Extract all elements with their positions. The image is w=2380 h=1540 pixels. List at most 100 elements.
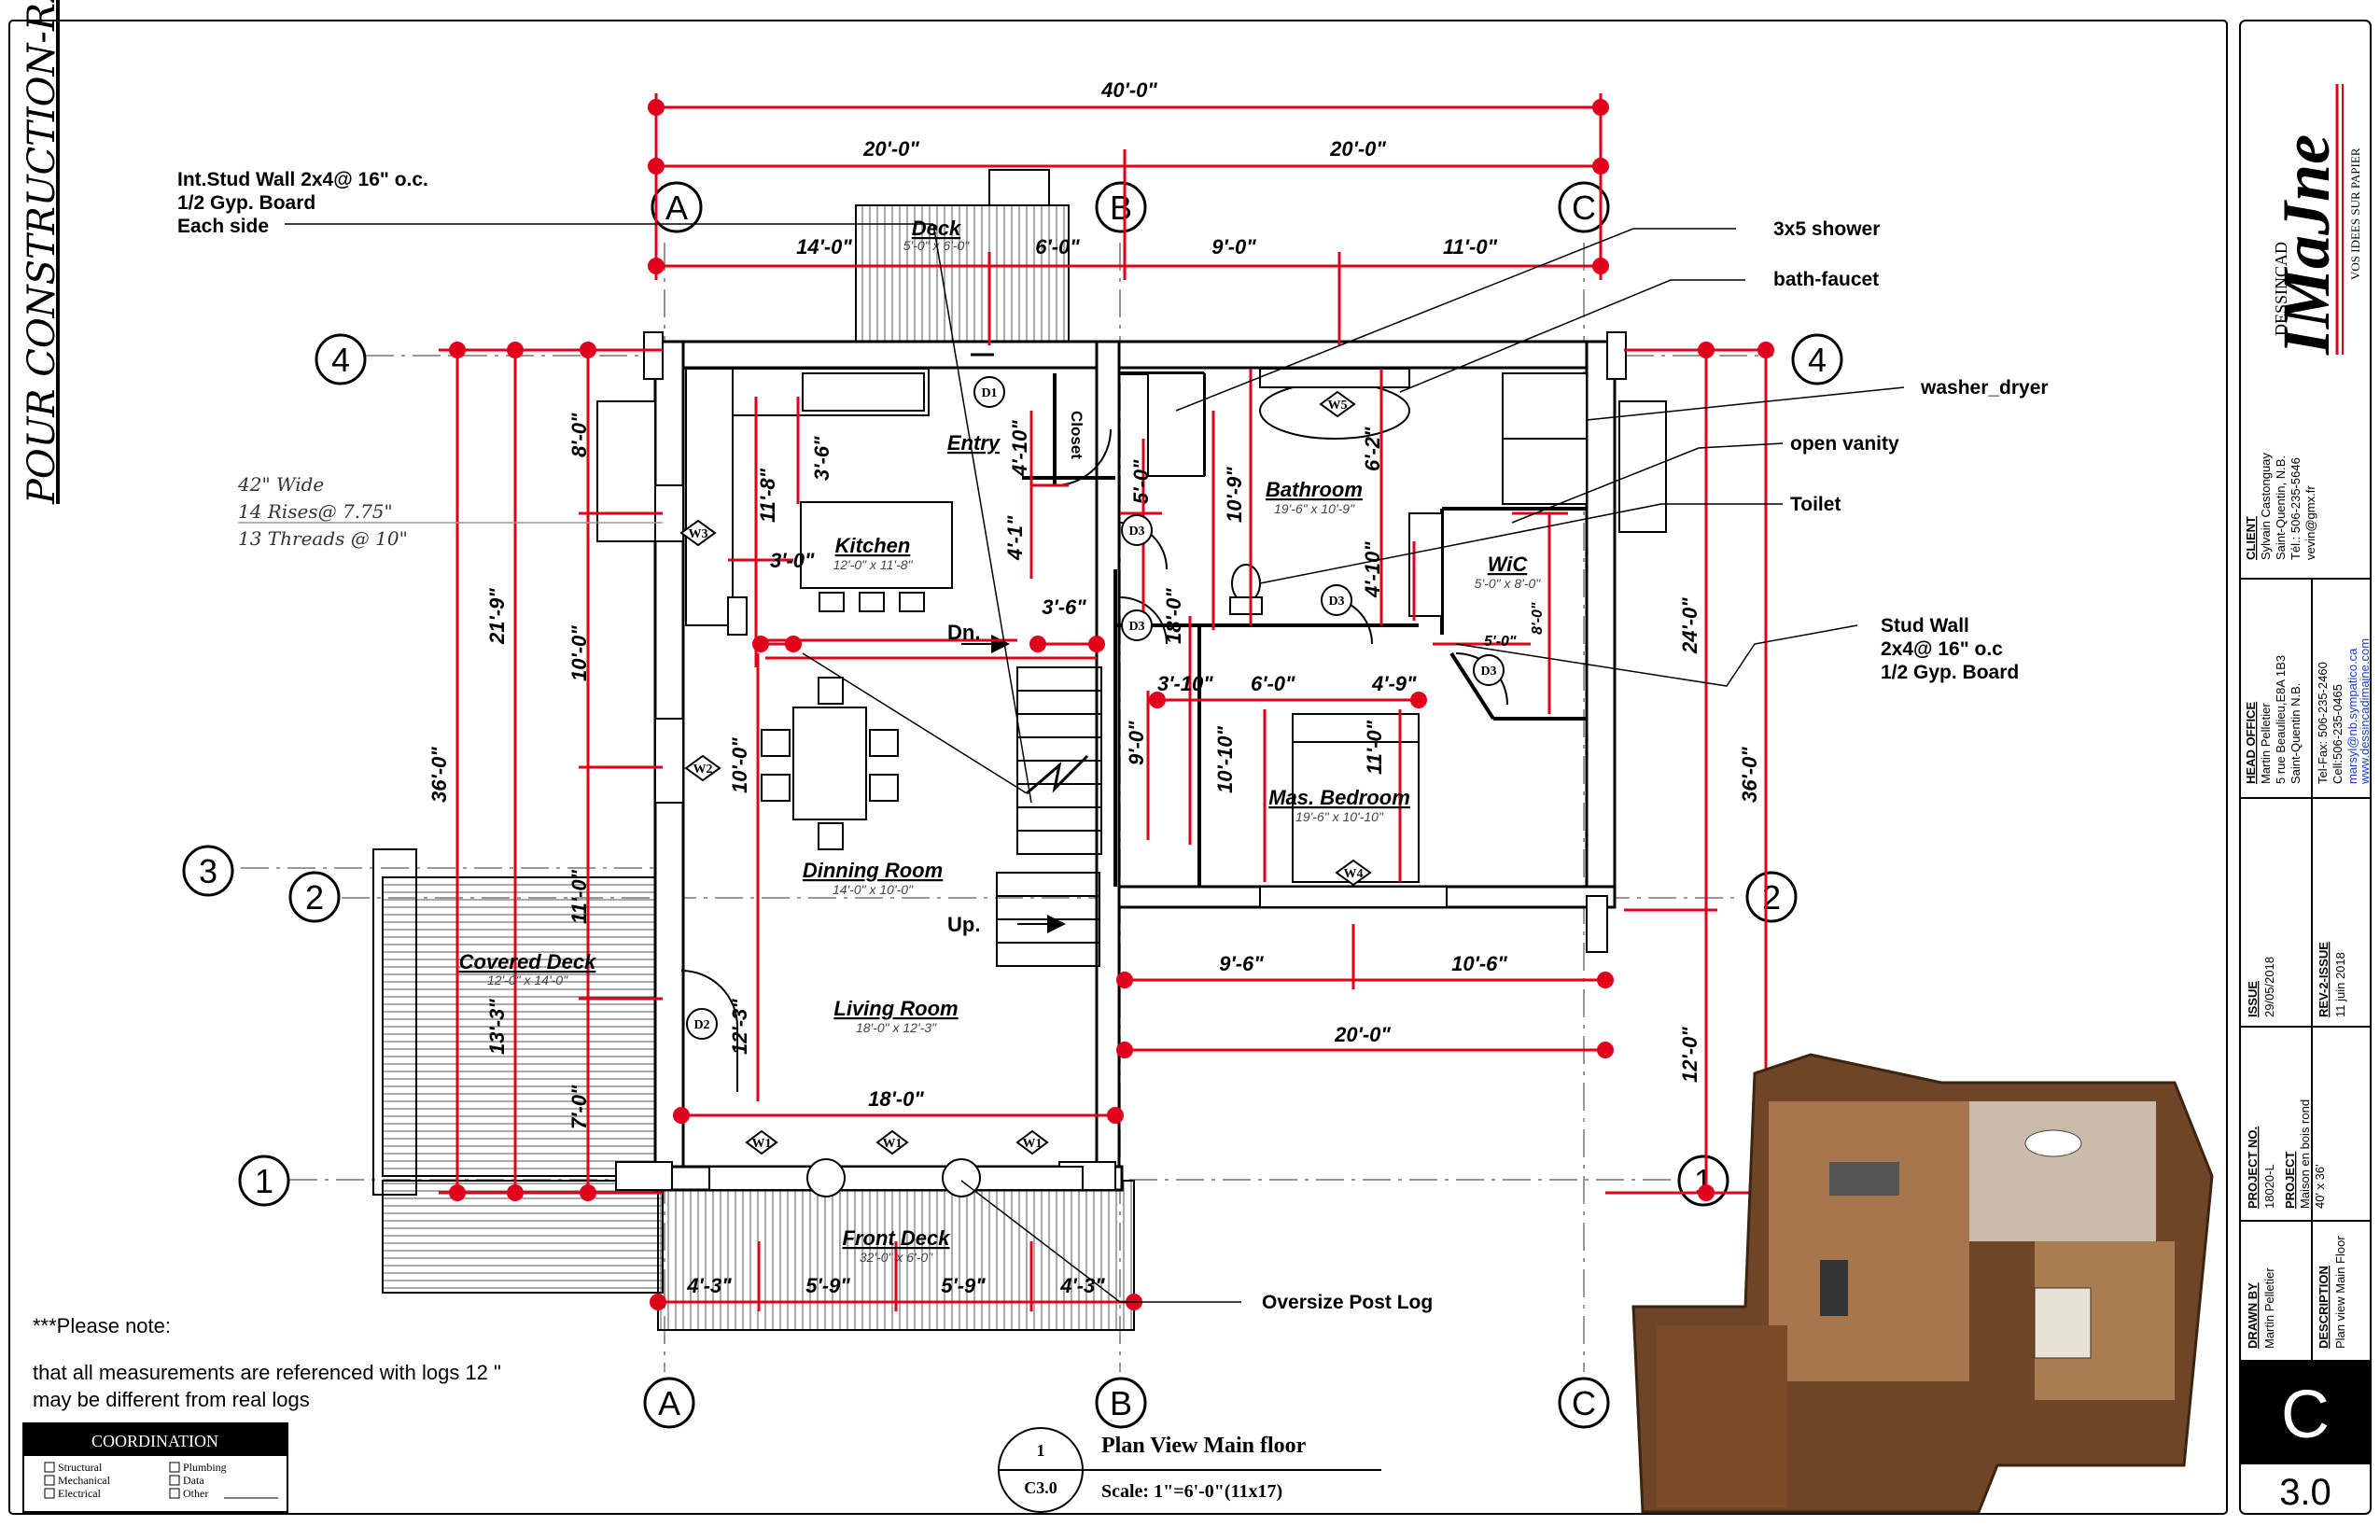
svg-text:36'-0": 36'-0" <box>427 747 451 803</box>
dimension-labels: 40'-0" 20'-0" 20'-0" 14'-0" 6'-0" 9'-0" … <box>427 78 1761 1297</box>
svg-text:Up.: Up. <box>947 913 980 936</box>
svg-text:D1: D1 <box>981 386 997 400</box>
svg-text:4'-9": 4'-9" <box>1371 672 1417 695</box>
svg-text:4: 4 <box>1808 341 1827 379</box>
svg-text:3x5 shower: 3x5 shower <box>1773 218 1880 240</box>
svg-text:A: A <box>665 189 688 227</box>
svg-text:Closet: Closet <box>1068 411 1085 459</box>
svg-text:18'-0": 18'-0" <box>868 1087 924 1111</box>
kitchen-island <box>800 501 953 589</box>
svg-text:42" Wide: 42" Wide <box>237 473 324 496</box>
sheet-border <box>8 20 2228 1515</box>
opening-tags <box>679 376 1505 1155</box>
svg-text:3.0: 3.0 <box>2279 1472 2331 1513</box>
svg-text:10'-0": 10'-0" <box>728 737 751 793</box>
svg-text:Deck: Deck <box>912 217 962 240</box>
svg-text:Data: Data <box>183 1474 204 1487</box>
covered-deck <box>382 876 664 1177</box>
svg-text:1/2 Gyp. Board: 1/2 Gyp. Board <box>177 192 315 214</box>
svg-text:Covered Deck: Covered Deck <box>459 950 598 973</box>
svg-text:marsyl@nb.sympatico.ca: marsyl@nb.sympatico.ca <box>2345 648 2359 784</box>
title-block-text: DESSINCAD IMaJne VOS IDEES SUR PAPIER CL… <box>2244 134 2372 1513</box>
svg-text:5'-0": 5'-0" <box>1484 634 1517 650</box>
svg-text:20'-0": 20'-0" <box>1334 1023 1391 1046</box>
svg-text:Scale: 1"=6'-0"(11x17): Scale: 1"=6'-0"(11x17) <box>1101 1481 1282 1502</box>
svg-text:19'-6" x 10'-10": 19'-6" x 10'-10" <box>1295 809 1384 824</box>
svg-text:W4: W4 <box>1344 867 1364 881</box>
svg-text:10'-6": 10'-6" <box>1451 952 1507 975</box>
svg-text:W1: W1 <box>1023 1137 1043 1151</box>
svg-text:18'-0": 18'-0" <box>1162 588 1185 644</box>
3d-render-illustration <box>1631 1053 2214 1514</box>
svg-text:vevin@gmx.fr: vevin@gmx.fr <box>2303 485 2317 560</box>
coordination-box: COORDINATION Structural Mechanical Elect… <box>22 1422 288 1513</box>
svg-text:IMaJne: IMaJne <box>2269 134 2344 356</box>
svg-text:Mas. Bedroom: Mas. Bedroom <box>1268 786 1410 809</box>
svg-text:Structural: Structural <box>58 1461 103 1474</box>
leader-lines <box>238 223 1905 1303</box>
svg-text:W1: W1 <box>752 1137 772 1151</box>
dining-table <box>761 677 899 850</box>
svg-text:14'-0" x 10'-0": 14'-0" x 10'-0" <box>833 882 914 897</box>
svg-text:DRAWN BY: DRAWN BY <box>2246 1282 2260 1349</box>
svg-text:may be different from real log: may be different from real logs <box>33 1388 310 1411</box>
svg-text:that all measurements are refe: that all measurements are referenced wit… <box>33 1361 501 1384</box>
opening-tag-labels: D1 D2 D3 D3 D3 D3 W1 W1 W1 W2 W3 W4 W5 <box>689 386 1497 1151</box>
svg-text:Entry: Entry <box>947 431 1001 455</box>
svg-text:W3: W3 <box>689 527 708 541</box>
title-block <box>2239 20 2372 1515</box>
svg-text:Oversize Post Log: Oversize Post Log <box>1262 1292 1433 1313</box>
svg-text:washer_dryer: washer_dryer <box>1920 377 2049 399</box>
svg-text:13 Threads @ 10": 13 Threads @ 10" <box>238 527 408 550</box>
dimension-lines <box>439 93 1774 1311</box>
svg-text:40' x 36': 40' x 36' <box>2313 1164 2327 1209</box>
log-ends <box>615 331 1627 1191</box>
svg-text:5 rue Beaulieu,E8A 1B3: 5 rue Beaulieu,E8A 1B3 <box>2274 655 2288 784</box>
svg-text:REV-2-ISSUE: REV-2-ISSUE <box>2317 942 2331 1017</box>
svg-text:Front Deck: Front Deck <box>843 1226 952 1250</box>
svg-text:5'-9": 5'-9" <box>941 1274 986 1297</box>
svg-text:6'-0": 6'-0" <box>1251 672 1295 695</box>
svg-text:Electrical: Electrical <box>58 1487 102 1500</box>
svg-text:Dn.: Dn. <box>947 621 980 644</box>
svg-text:5'-0": 5'-0" <box>1129 459 1153 504</box>
svg-text:C: C <box>2281 1378 2330 1452</box>
svg-text:20'-0": 20'-0" <box>1329 137 1386 161</box>
svg-text:6'-0": 6'-0" <box>1035 235 1080 259</box>
svg-text:36'-0": 36'-0" <box>1738 747 1761 803</box>
svg-text:32'-0" x 6'-0": 32'-0" x 6'-0" <box>860 1250 933 1265</box>
svg-text:***Please note:: ***Please note: <box>33 1314 171 1337</box>
plan-title: 1 C3.0 Plan View Main floor Scale: 1"=6'… <box>998 1427 1381 1513</box>
staircase <box>961 635 1102 967</box>
svg-text:12'-0": 12'-0" <box>1678 1027 1701 1083</box>
svg-text:Stud Wall: Stud Wall <box>1881 615 1969 637</box>
svg-text:Tél.: 506-235-5646: Tél.: 506-235-5646 <box>2289 457 2303 560</box>
svg-text:6'-2": 6'-2" <box>1361 427 1384 471</box>
svg-text:10'-9": 10'-9" <box>1223 467 1246 523</box>
svg-text:B: B <box>1110 1384 1132 1422</box>
svg-text:VOS IDEES SUR PAPIER: VOS IDEES SUR PAPIER <box>2348 147 2362 280</box>
svg-text:W5: W5 <box>1328 399 1348 413</box>
svg-text:A: A <box>658 1384 680 1422</box>
svg-text:Living Room: Living Room <box>833 997 958 1020</box>
svg-text:C3.0: C3.0 <box>1024 1478 1057 1497</box>
svg-text:D2: D2 <box>693 1018 709 1032</box>
svg-text:5'-0" x 8'-0": 5'-0" x 8'-0" <box>1475 576 1542 591</box>
svg-text:PROJECT: PROJECT <box>2283 1152 2297 1209</box>
construction-stamp: POUR CONSTRUCTION-R2 <box>21 0 63 505</box>
svg-text:10'-10": 10'-10" <box>1213 726 1237 793</box>
svg-text:12'-0" x 11'-8": 12'-0" x 11'-8" <box>833 557 913 572</box>
shower <box>1147 372 1205 477</box>
svg-text:Martin Pelletier: Martin Pelletier <box>2259 703 2273 784</box>
svg-text:HEAD OFFICE: HEAD OFFICE <box>2244 702 2258 784</box>
svg-text:14'-0": 14'-0" <box>796 235 852 259</box>
svg-text:1/2 Gyp. Board: 1/2 Gyp. Board <box>1881 662 2019 683</box>
svg-text:4'-10": 4'-10" <box>1361 541 1384 598</box>
svg-text:9'-0": 9'-0" <box>1125 721 1148 765</box>
rear-deck <box>855 204 1070 346</box>
svg-text:D3: D3 <box>1480 665 1496 679</box>
svg-text:2: 2 <box>305 878 324 917</box>
svg-text:40'-0": 40'-0" <box>1100 78 1157 102</box>
svg-text:PROJECT NO.: PROJECT NO. <box>2246 1127 2260 1209</box>
svg-text:7'-0": 7'-0" <box>567 1085 591 1129</box>
